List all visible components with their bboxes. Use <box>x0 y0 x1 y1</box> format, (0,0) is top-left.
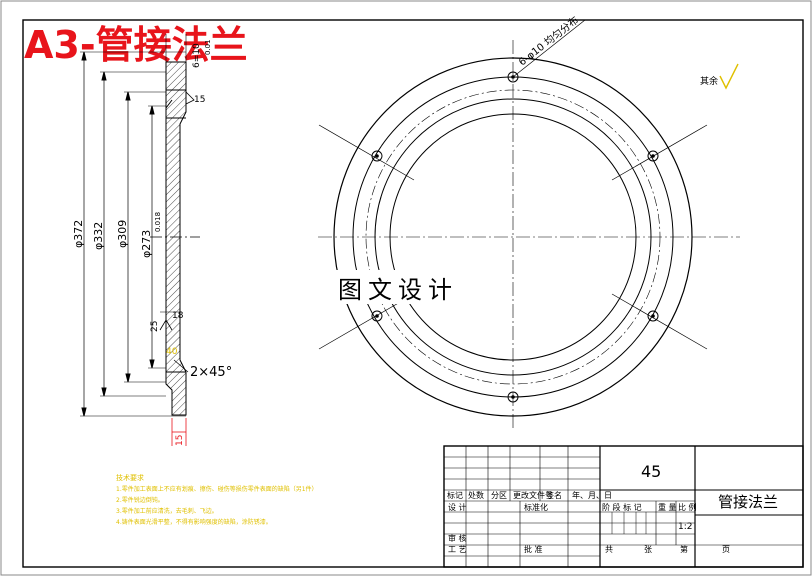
bolt-hole <box>507 71 519 83</box>
bolt-hole <box>371 310 383 322</box>
dim-18: 18 <box>172 311 184 321</box>
chamfer-top-dim: 15 <box>194 95 205 105</box>
tech-notes: 技术要求 1.零件加工表面上不应有划痕、擦伤、碰伤等损伤零件表面的缺陷（另1件）… <box>116 473 318 526</box>
note-line: 3.零件加工前应清洗，去毛刺、飞边。 <box>116 507 218 515</box>
top-dim-tolerance: 0.01 <box>204 39 212 55</box>
note-line: 1.零件加工表面上不应有划痕、擦伤、碰伤等损伤零件表面的缺陷（另1件） <box>116 485 318 493</box>
sheet-total-label: 共 <box>605 545 613 554</box>
scale-value: 1:2 <box>678 522 692 532</box>
rev-label-mark: 标记 <box>447 490 463 500</box>
sheet-count-label: 张 <box>644 545 652 554</box>
dim-phi273: φ273 <box>140 230 153 258</box>
roughness-check-icon <box>719 63 739 90</box>
dim-40: 40 <box>166 347 178 357</box>
bolt-hole <box>647 150 659 162</box>
bolt-hole <box>507 391 519 403</box>
section-view <box>80 34 200 446</box>
revision-labels: 标记 处数 分区 更改文件号 签名 年、月、日 <box>447 490 612 500</box>
rev-label-count: 处数 <box>468 490 484 500</box>
watermark: 图文设计 <box>338 276 458 304</box>
chamfer-note: 2×45° <box>190 365 232 380</box>
standardize-label: 标准化 <box>524 502 548 512</box>
bolt-hole <box>371 150 383 162</box>
dim-phi273-tolerance: 0.018 <box>154 212 162 232</box>
approve-label: 批 准 <box>524 544 543 554</box>
design-label: 设 计 <box>448 502 467 512</box>
scale-label: 比 例 <box>678 502 697 512</box>
bottom-dim-15: 15 <box>175 435 185 446</box>
stage-label: 阶 段 标 记 <box>602 502 642 512</box>
banner-title: A3-管接法兰 <box>24 23 248 67</box>
part-name: 管接法兰 <box>718 493 778 511</box>
dim-phi372: φ372 <box>72 220 85 248</box>
front-view <box>318 19 740 430</box>
page-label: 页 <box>722 545 730 554</box>
rev-label-doc: 更改文件号 <box>513 490 553 500</box>
drawing-frame <box>22 19 804 568</box>
watermark-bg <box>334 270 480 304</box>
bolt-hole <box>647 310 659 322</box>
dim-25: 25 <box>150 321 160 332</box>
review-label: 审 核 <box>448 533 467 543</box>
note-line: 4.铸件表面光滑平整，不得有影响强度的缺陷，涂防锈漆。 <box>116 518 272 526</box>
title-block <box>443 445 804 568</box>
material: 45 <box>641 462 661 481</box>
process-label: 工 艺 <box>448 545 467 554</box>
dim-phi309: φ309 <box>116 220 129 248</box>
sheet-no-label: 第 <box>680 544 688 554</box>
rev-label-zone: 分区 <box>491 491 507 500</box>
top-dim-6: 6=10 <box>192 43 202 68</box>
dim-phi332: φ332 <box>92 222 105 250</box>
note-line: 2.零件锐边倒钝。 <box>116 496 164 504</box>
rev-label-date: 年、月、日 <box>572 490 612 500</box>
weight-label: 重 量 <box>658 502 677 512</box>
notes-title: 技术要求 <box>116 473 144 482</box>
roughness-note: 其余 <box>700 75 718 87</box>
rev-label-sign: 签名 <box>546 490 562 500</box>
